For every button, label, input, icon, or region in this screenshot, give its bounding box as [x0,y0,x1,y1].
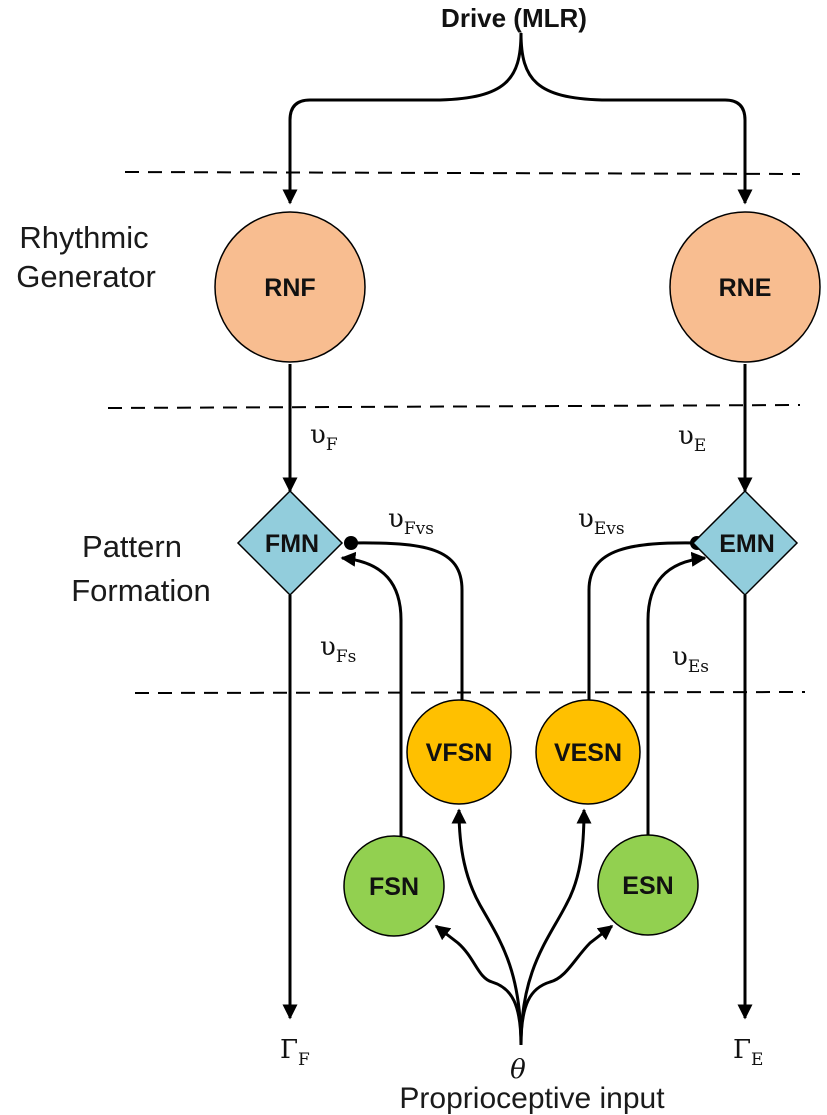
rne-node [669,211,821,363]
esn-label: ESN [622,872,673,900]
drive-to-rnf-arrow [282,32,523,205]
signal-v-e: υE [678,421,706,456]
separator-middle [107,404,801,409]
input-to-vesn-arrow [519,808,592,1046]
vesn-node [535,699,641,805]
signal-v-fvs: υFvs [388,504,434,539]
fsn-node [343,835,445,937]
emn-label: EMN [719,530,775,558]
esn-to-emn-arrow [646,551,707,837]
input-theta: θ [510,1055,526,1085]
section-label-formation: Formation [71,573,211,608]
rnf-node [214,211,366,363]
input-to-vfsn-arrow [451,808,523,1046]
section-label-pattern: Pattern [82,529,182,564]
vfsn-inhibitory-dot [344,536,358,550]
signal-v-fs: υFs [320,632,356,667]
separator-top [124,171,801,175]
output-gamma-f: ΓF [280,1035,310,1070]
vesn-label: VESN [554,739,622,767]
vfsn-node [406,699,512,805]
section-label-rhythmic: Rhythmic [19,220,148,255]
input-to-fsn-arrow [434,924,523,1046]
rne-label: RNE [719,274,772,302]
output-gamma-e: ΓE [733,1035,763,1070]
rnf-label: RNF [264,274,315,302]
fmn-label: FMN [265,530,319,558]
signal-v-evs: υEvs [578,504,625,539]
signal-v-es: υEs [672,642,709,677]
drive-to-rne-arrow [519,32,753,205]
signal-v-f: υF [310,420,338,455]
esn-node [597,834,699,936]
vfsn-to-fmn-connection [350,541,464,702]
vesn-to-emn-connection [587,541,698,702]
section-label-generator: Generator [16,259,156,294]
fmn-node [236,489,344,597]
input-to-esn-arrow [519,924,614,1046]
input-label: Proprioceptive input [399,1082,665,1115]
vfsn-label: VFSN [426,739,493,767]
emn-node [691,489,799,597]
fsn-label: FSN [369,873,419,901]
separator-bottom [134,691,806,694]
fsn-to-fmn-arrow [340,551,403,837]
diagram-title: Drive (MLR) [441,3,587,33]
